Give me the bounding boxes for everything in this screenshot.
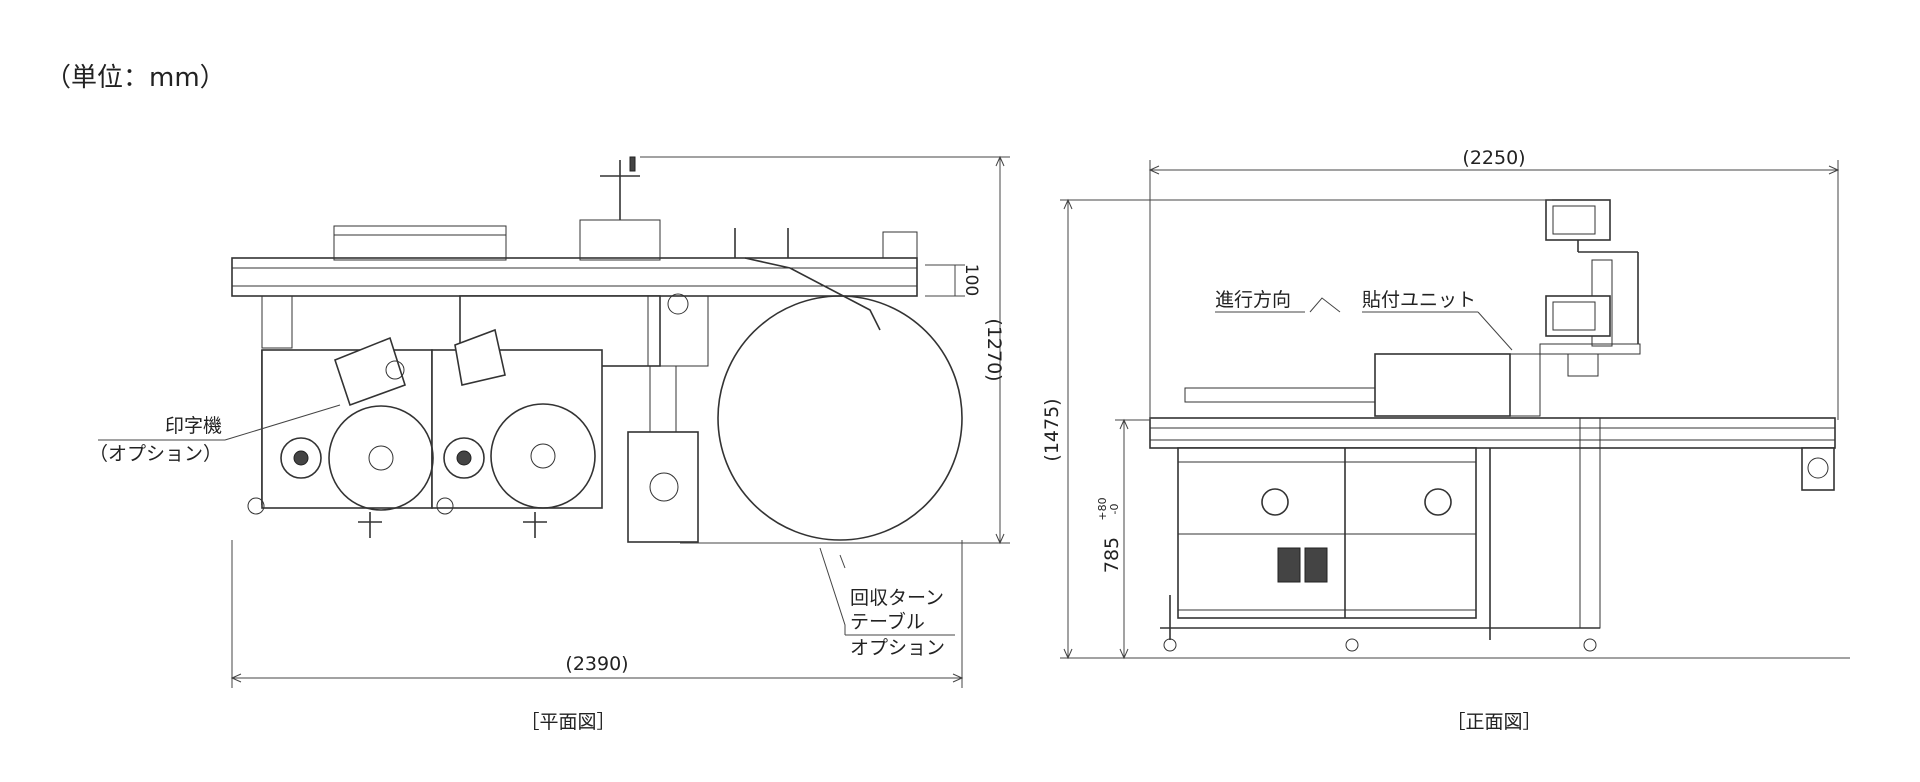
plan-printer-head-right [454,328,506,386]
front-reel-left [1261,488,1289,516]
plan-turntable-label-3: オプション [850,637,945,659]
plan-adjust-block [579,219,661,261]
front-switch-box [1277,547,1301,583]
plan-offset-dim: 100 [961,264,981,296]
front-touch-panel-top [1545,199,1611,241]
front-caption: ［正面図］ [1446,711,1541,733]
plan-top-plate [231,257,918,297]
front-touch-panel-bottom [1545,295,1611,337]
plan-width-dim: (2390) [565,653,628,675]
front-direction-label: 進行方向 [1215,289,1291,311]
front-height-dim: (1475) [1041,398,1063,461]
front-column [1579,417,1601,629]
plan-depth-dim: (1270) [983,318,1005,381]
plan-reel-large-right [490,403,596,509]
front-guide-rail [1184,387,1376,403]
plan-inclined-guide [744,257,881,331]
front-tolerance-minus: -0 [1108,504,1121,515]
front-tolerance-plus: +80 [1096,497,1109,520]
plan-reel-small-right [443,437,485,479]
plan-guide-frame [333,225,507,261]
plan-caption: ［平面図］ [520,711,615,733]
front-unit-label: 貼付ユニット [1362,289,1476,311]
plan-view: (1270) 100 (2390) 印字機 （オプション） 回収ターン テーブル… [89,155,1010,733]
plan-printer-label-2: （オプション） [89,443,222,465]
unit-note: （単位：mm） [45,63,226,93]
front-direction-arrow [1309,297,1341,313]
plan-reel-small-left [280,437,322,479]
plan-printer-head-left [334,336,406,407]
plan-printer-label-1: 印字機 [165,415,222,437]
plan-turn-table [717,295,963,541]
front-labeller-body [1374,353,1511,417]
plan-turntable-label-1: 回収ターン [850,587,944,609]
plan-stand-unit [627,431,699,543]
plan-label-unit-right [431,349,603,509]
front-conveyor [1149,417,1836,449]
plan-top-box [882,231,918,259]
front-frame [1177,447,1477,619]
front-view: (2250) (1475) 785 +80 -0 進行方向 貼付ユニット ［正面… [1041,147,1850,733]
front-width-dim: (2250) [1462,147,1525,169]
plan-turntable-label-2: テーブル [850,610,925,633]
front-motor-box [1801,447,1835,491]
front-conveyor-height-dim: 785 [1101,537,1123,573]
plan-reel-large-left [328,405,434,511]
front-reel-right [1424,488,1452,516]
